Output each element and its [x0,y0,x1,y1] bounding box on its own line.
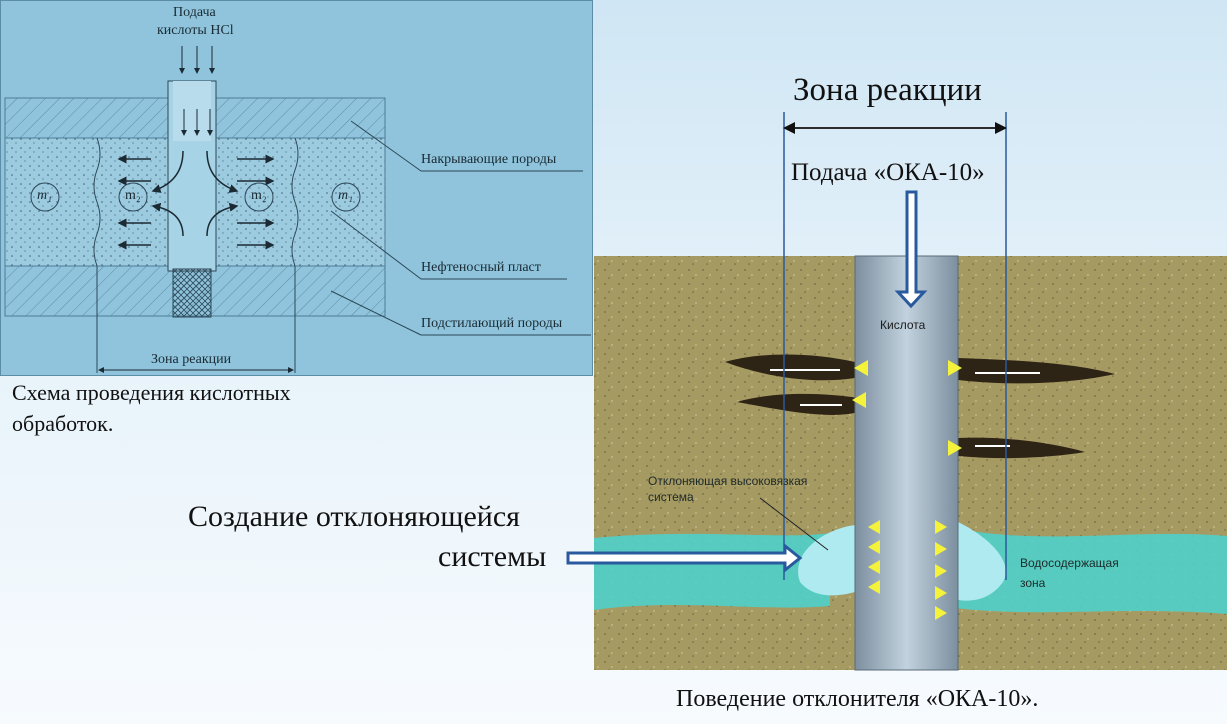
create-system-arrow [566,542,803,574]
left-caption: Схема проведения кислотных обработок. [12,377,412,439]
oka-feed-title: Подача «ОКА-10» [791,159,985,186]
feed-down-arrow [894,190,928,309]
zone-m1-left: m₁ [37,188,52,203]
water-bearing-zone [594,533,830,610]
fracture-3 [958,358,1115,384]
zone-m1-right: m₁ [338,188,353,203]
left-caption-line1: Схема проведения кислотных [12,380,291,405]
acid-flow-arrows [852,360,962,620]
diverter-label-line2: система [648,490,694,504]
feed-acid-label-line1: Подача [173,5,216,20]
acid-treatment-schematic: Подача кислоты HCl Накрывающие породы Не… [0,0,593,376]
fracture-4 [958,437,1085,459]
reaction-zone-title: Зона реакции [793,72,982,108]
left-caption-line2: обработок. [12,411,114,436]
well-plug [172,268,212,318]
right-caption: Поведение отклонителя «ОКА-10». [676,686,1039,712]
oil-layer-label: Нефтеносный пласт [421,260,541,275]
create-system-label-line2: системы [438,540,547,573]
diverter-system [798,525,855,596]
feed-acid-label-line2: кислоты HCl [157,23,234,38]
acid-label: Кислота [880,318,926,332]
water-zone-label-line1: Водосодержащая [1020,556,1119,570]
reaction-zone-label-small: Зона реакции [151,352,232,367]
cap-rock-label: Накрывающие породы [421,152,557,167]
underlying-rock-label: Подстилающий породы [421,316,563,331]
diverter-label-line1: Отклоняющая высоковязкая [648,474,808,488]
fracture-2 [737,393,858,415]
create-system-label-line1: Создание отклоняющейся [188,500,520,533]
flow-arrows-right [206,150,275,250]
fracture-1 [725,354,855,381]
zone-m2-left: m₂ [125,188,141,203]
schematic-drawing [4,46,591,373]
zone-m2-right: m₂ [251,188,267,203]
water-zone-label-line2: зона [1020,576,1046,590]
flow-arrows-left [117,150,184,250]
